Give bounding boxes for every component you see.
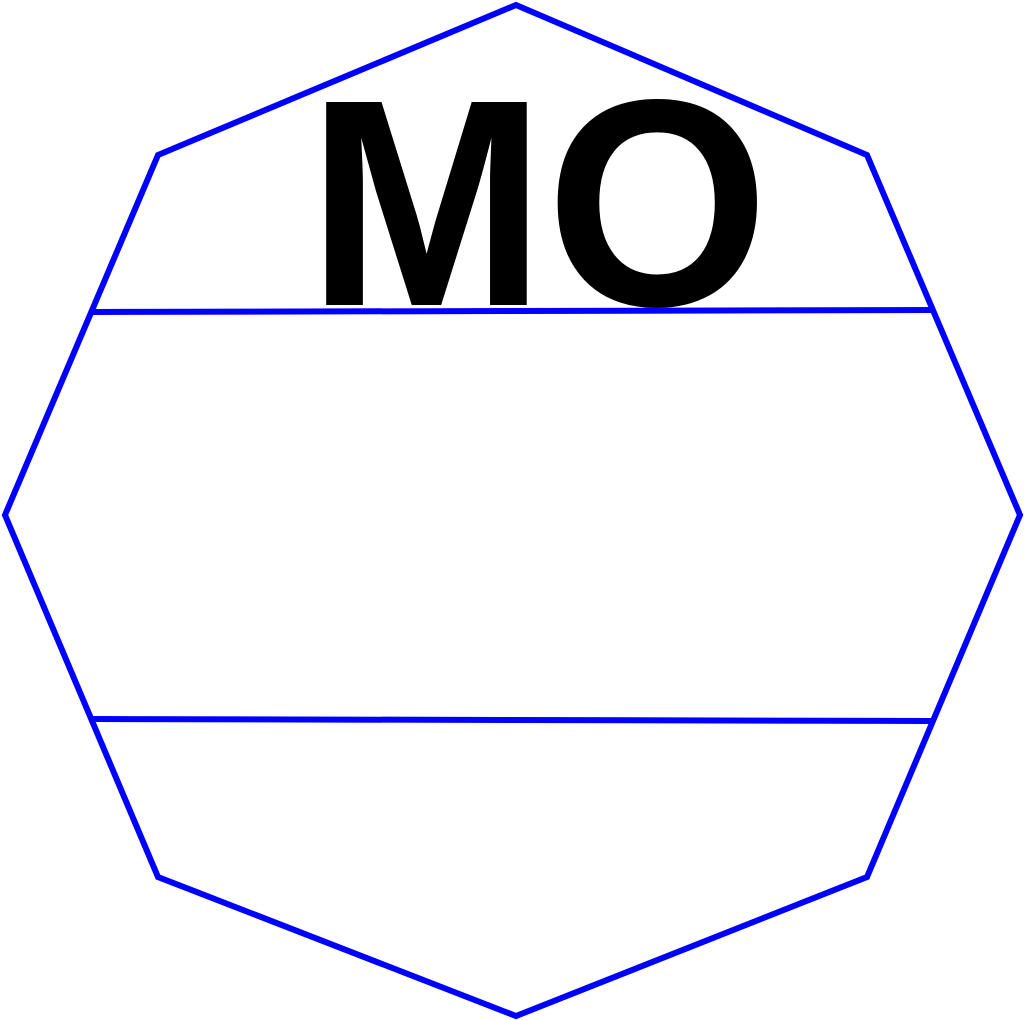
bottom-divider-line (91, 716, 934, 724)
octagon-label: MO (307, 38, 769, 368)
top-divider-line (91, 307, 934, 315)
